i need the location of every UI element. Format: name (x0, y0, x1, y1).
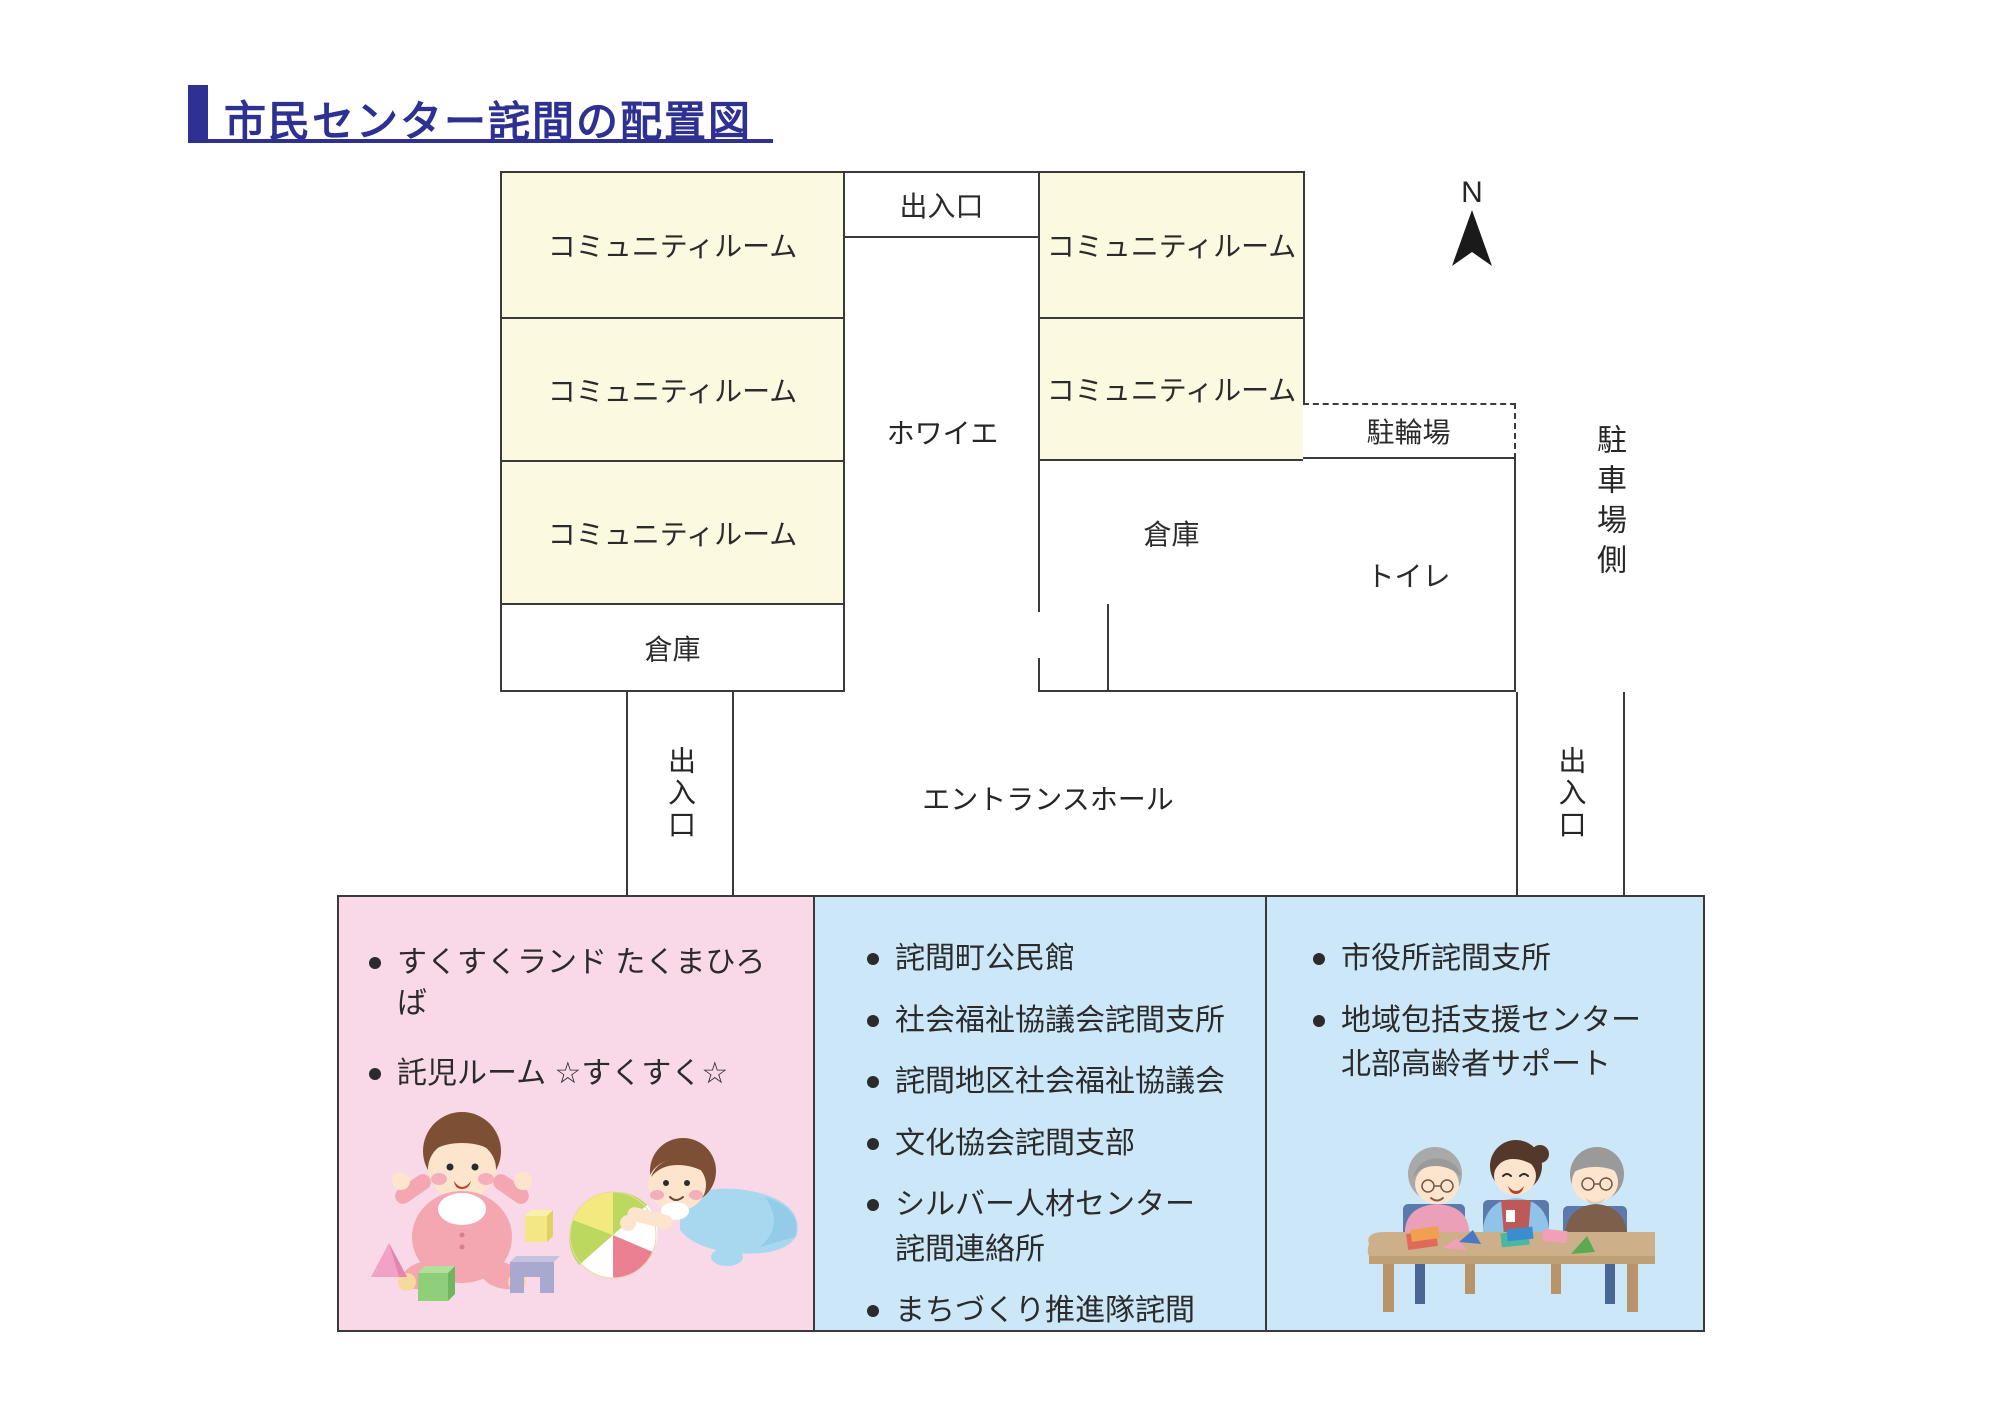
title-accent-bar (188, 85, 208, 142)
right-room-column: コミュニティルーム コミュニティルーム 倉庫 (1038, 171, 1305, 692)
list-item: 社会福祉協議会詫間支所 (867, 1001, 1253, 1042)
bullet-icon (1313, 1014, 1325, 1027)
toy-blocks (371, 1210, 560, 1301)
page-title: 市民センター詫間の配置図 (224, 98, 753, 145)
list-item: 詫間地区社会福祉協議会 (867, 1062, 1253, 1103)
bicycle-parking: 駐輪場 (1303, 403, 1516, 459)
bullet-icon (867, 1305, 879, 1317)
list-item: 託児ルーム ☆すくすく☆ (369, 1054, 793, 1095)
seniors-illustration (1367, 1140, 1655, 1312)
toilet-room: トイレ (1303, 459, 1516, 692)
community-room-1: コミュニティルーム (502, 173, 843, 317)
baby-sitting (392, 1112, 532, 1291)
list-item: すくすくランド たくまひろば (369, 943, 793, 1024)
bullet-icon (867, 1199, 879, 1211)
small-back-room-divider (1040, 604, 1109, 690)
bullet-icon (369, 1068, 381, 1080)
bullet-icon (867, 1014, 879, 1027)
north-arrow-icon (1452, 210, 1492, 266)
storage-room-right: 倉庫 (1040, 459, 1303, 604)
entrance-exit-right-label: 出入口 (1555, 745, 1587, 842)
bullet-icon (1313, 953, 1325, 965)
origami-papers (1406, 1226, 1595, 1254)
small-back-rooms (1040, 604, 1303, 690)
bullet-icon (369, 957, 381, 969)
left-room-column: コミュニティルーム コミュニティルーム コミュニティルーム 倉庫 (500, 171, 845, 692)
babies-illustration (371, 1112, 798, 1301)
bullet-icon (867, 953, 879, 965)
door-opening (1036, 612, 1042, 658)
list-item: シルバー人材センター (867, 1185, 1253, 1226)
table (1367, 1232, 1655, 1312)
bullet-icon (867, 1137, 879, 1150)
entrance-corridor-left: 出入口 (626, 692, 734, 895)
list-item: まちづくり推進隊詫間 (867, 1291, 1253, 1332)
bullet-icon (867, 1076, 879, 1088)
list-item-continuation: 詫間連絡所 (895, 1232, 1045, 1266)
entrance-hall-label: エントランスホール (922, 784, 1174, 815)
beach-ball (569, 1191, 658, 1279)
community-room-2: コミュニティルーム (502, 317, 843, 460)
entrance-exit-top: 出入口 (843, 171, 1040, 238)
community-room-3: コミュニティルーム (502, 460, 843, 603)
storage-room-left: 倉庫 (502, 603, 843, 690)
baby-crawling (620, 1138, 798, 1266)
list-item: 詫間町公民館 (867, 939, 1253, 980)
entrance-corridor-right: 出入口 (1516, 692, 1625, 895)
list-item: 文化協会詫間支部 (867, 1124, 1253, 1165)
entrance-exit-left-label: 出入口 (665, 745, 696, 842)
title-underline (188, 139, 773, 143)
community-room-4: コミュニティルーム (1040, 173, 1303, 317)
community-room-5: コミュニティルーム (1040, 317, 1303, 459)
list-item-continuation: 北部高齢者サポート (1341, 1048, 1611, 1081)
list-item: 市役所詫間支所 (1313, 939, 1691, 980)
compass-north-label: N (1461, 176, 1483, 209)
public-services-box: 詫間町公民館 社会福祉協議会詫間支所 詫間地区社会福祉協議会 文化協会詫間支部 … (813, 895, 1267, 1332)
foyer-label: ホワイエ (886, 418, 999, 449)
parking-side-label: 駐車場側 (1592, 424, 1625, 584)
list-item: 地域包括支援センター (1313, 1001, 1691, 1042)
